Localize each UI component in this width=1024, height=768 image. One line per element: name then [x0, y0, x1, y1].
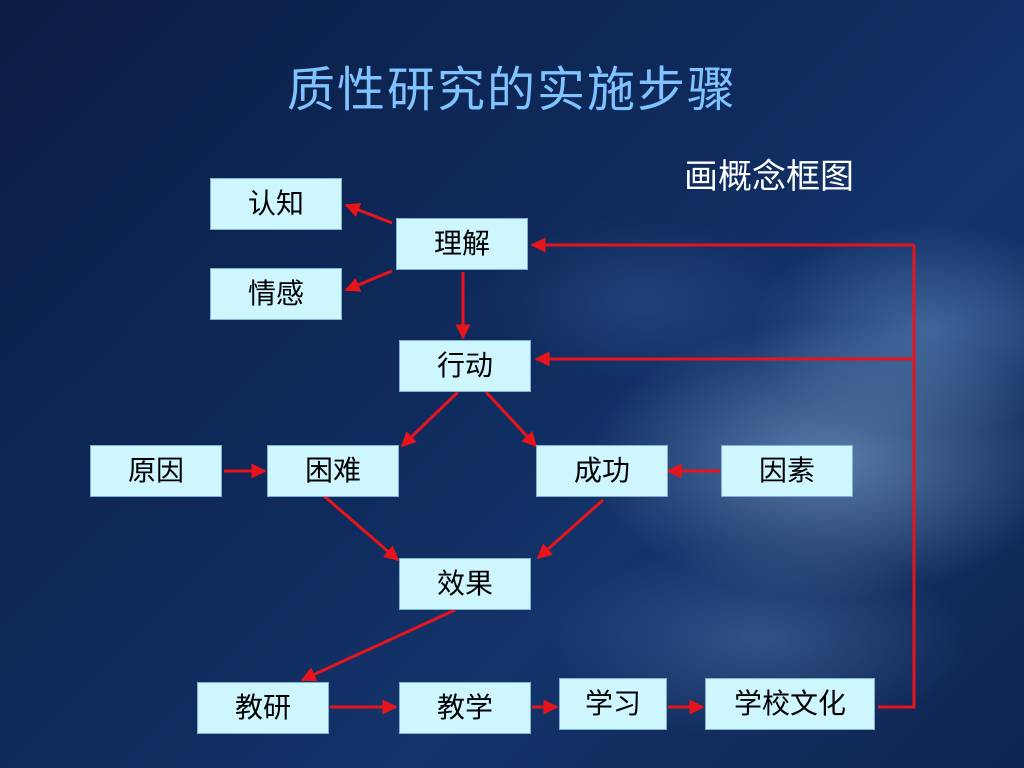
arrow-action-to-success	[484, 390, 538, 448]
node-effect: 效果	[399, 558, 531, 610]
feedback-line	[878, 245, 916, 709]
node-understanding: 理解	[396, 218, 528, 270]
node-action: 行动	[399, 340, 531, 392]
diagram-subtitle: 画概念框图	[684, 157, 854, 197]
arrow-difficulty-to-effect	[323, 494, 400, 562]
node-learning: 学习	[559, 678, 667, 730]
node-difficulty: 困难	[267, 445, 399, 497]
node-cognition: 认知	[210, 178, 342, 230]
arrow-understanding-to-cognition	[344, 202, 393, 225]
node-teaching-research: 教研	[197, 682, 329, 734]
node-cause: 原因	[90, 445, 222, 497]
node-success: 成功	[536, 445, 668, 497]
arrow-understanding-to-emotion	[344, 269, 393, 292]
node-school-culture: 学校文化	[705, 678, 875, 730]
slide-title: 质性研究的实施步骤	[286, 62, 737, 118]
arrow-action-to-difficulty	[400, 390, 460, 448]
arrow-effect-to-teaching-research	[300, 608, 456, 682]
node-emotion: 情感	[210, 268, 342, 320]
arrow-success-to-effect	[536, 498, 604, 560]
node-teaching: 教学	[399, 682, 531, 734]
node-factor: 因素	[721, 445, 853, 497]
